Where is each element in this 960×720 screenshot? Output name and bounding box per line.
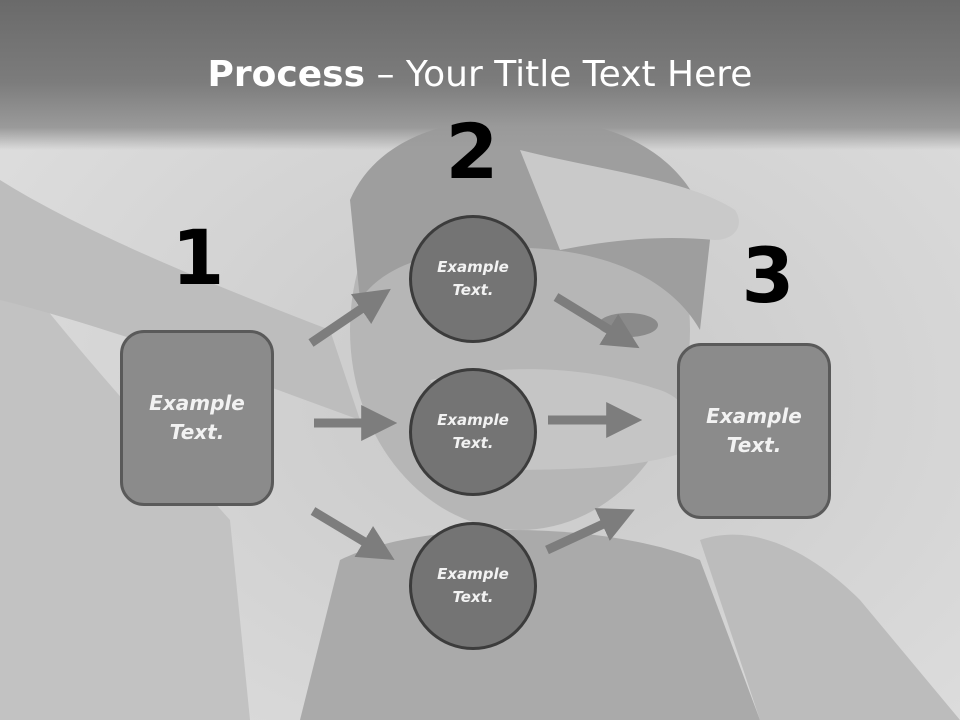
title-band — [0, 0, 960, 150]
step-1-text: Example Text. — [149, 391, 245, 444]
arrow-1-to-bottom — [310, 507, 395, 560]
step-3-text: Example Text. — [706, 404, 802, 457]
step-number-3: 3 — [741, 231, 795, 320]
step-2-circle-top: Example Text. — [409, 215, 537, 343]
title-bold: Process — [207, 54, 366, 95]
step-1-box: Example Text. — [120, 330, 274, 506]
step-2-circle-bottom: Example Text. — [409, 522, 537, 650]
arrow-1-to-top — [308, 288, 391, 347]
slide-title: Process – Your Title Text Here — [0, 52, 960, 98]
step-3-box: Example Text. — [677, 343, 831, 519]
arrow-top-to-3 — [553, 293, 640, 349]
circle-bottom-text: Example Text. — [437, 565, 509, 606]
step-2-circle-middle: Example Text. — [409, 368, 537, 496]
step-number-1: 1 — [171, 213, 225, 302]
circle-top-text: Example Text. — [437, 258, 509, 299]
title-rest: – Your Title Text Here — [365, 54, 753, 95]
step-number-2: 2 — [445, 107, 499, 196]
arrow-bottom-to-3 — [545, 508, 635, 555]
circle-middle-text: Example Text. — [437, 411, 509, 452]
